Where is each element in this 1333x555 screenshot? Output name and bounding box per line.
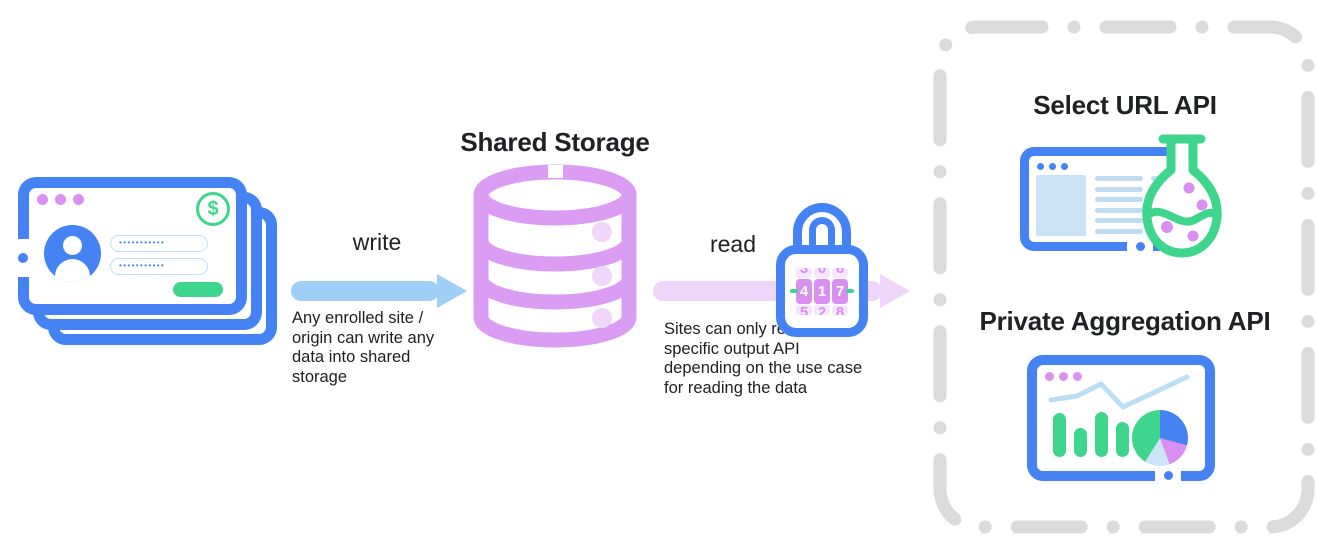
lock-dials: 3 4 5 0 1 2 6 7 8 — [785, 254, 859, 328]
write-label: write — [352, 229, 402, 255]
lock-shackle — [793, 203, 851, 255]
dial-digit: 4 — [796, 278, 812, 304]
border-dot-detail — [1127, 242, 1153, 251]
password-field-illustration: ••••••••••• — [110, 235, 208, 252]
private-aggregation-api-title: Private Aggregation API — [979, 306, 1271, 336]
dial-digit: 1 — [814, 278, 830, 304]
select-url-api-title: Select URL API — [1033, 90, 1217, 120]
shared-storage-title: Shared Storage — [460, 127, 650, 157]
border-dot-detail — [18, 239, 29, 277]
browser-flask-icon — [1020, 134, 1232, 262]
write-arrow — [291, 274, 471, 308]
text-lines — [1095, 176, 1143, 239]
read-label: read — [709, 231, 757, 257]
border-dot-detail — [1155, 471, 1181, 481]
password-dots: ••••••••••• — [119, 238, 166, 247]
lock-body: 3 4 5 0 1 2 6 7 8 — [776, 245, 868, 337]
content-thumbnail — [1036, 175, 1086, 236]
dashboard-window — [1027, 355, 1215, 481]
dashboard-chart-icon — [1027, 355, 1215, 481]
pie-chart-icon — [1132, 410, 1188, 466]
window-controls-icon — [1037, 163, 1068, 170]
browser-window-front: $ ••••••••••• ••••••••••• — [18, 177, 247, 315]
submit-button-illustration — [173, 282, 223, 297]
flask-icon — [1142, 134, 1222, 258]
window-controls-icon — [1045, 372, 1082, 381]
window-controls-icon — [37, 194, 84, 205]
dial-digit: 7 — [832, 278, 848, 304]
user-avatar-icon — [44, 225, 101, 282]
dollar-symbol: $ — [207, 197, 219, 220]
line-chart-icon — [1048, 374, 1190, 410]
write-caption: Any enrolled site / origin can write any… — [292, 309, 435, 386]
dollar-icon: $ — [196, 192, 230, 226]
password-dots: ••••••••••• — [119, 261, 166, 270]
stacked-browser-windows-icon: $ ••••••••••• ••••••••••• — [18, 177, 298, 349]
password-field-illustration: ••••••••••• — [110, 258, 208, 275]
combination-lock-icon: 3 4 5 0 1 2 6 7 8 — [776, 203, 868, 337]
database-icon — [473, 164, 637, 348]
output-apis-dashed-border — [933, 20, 1315, 534]
